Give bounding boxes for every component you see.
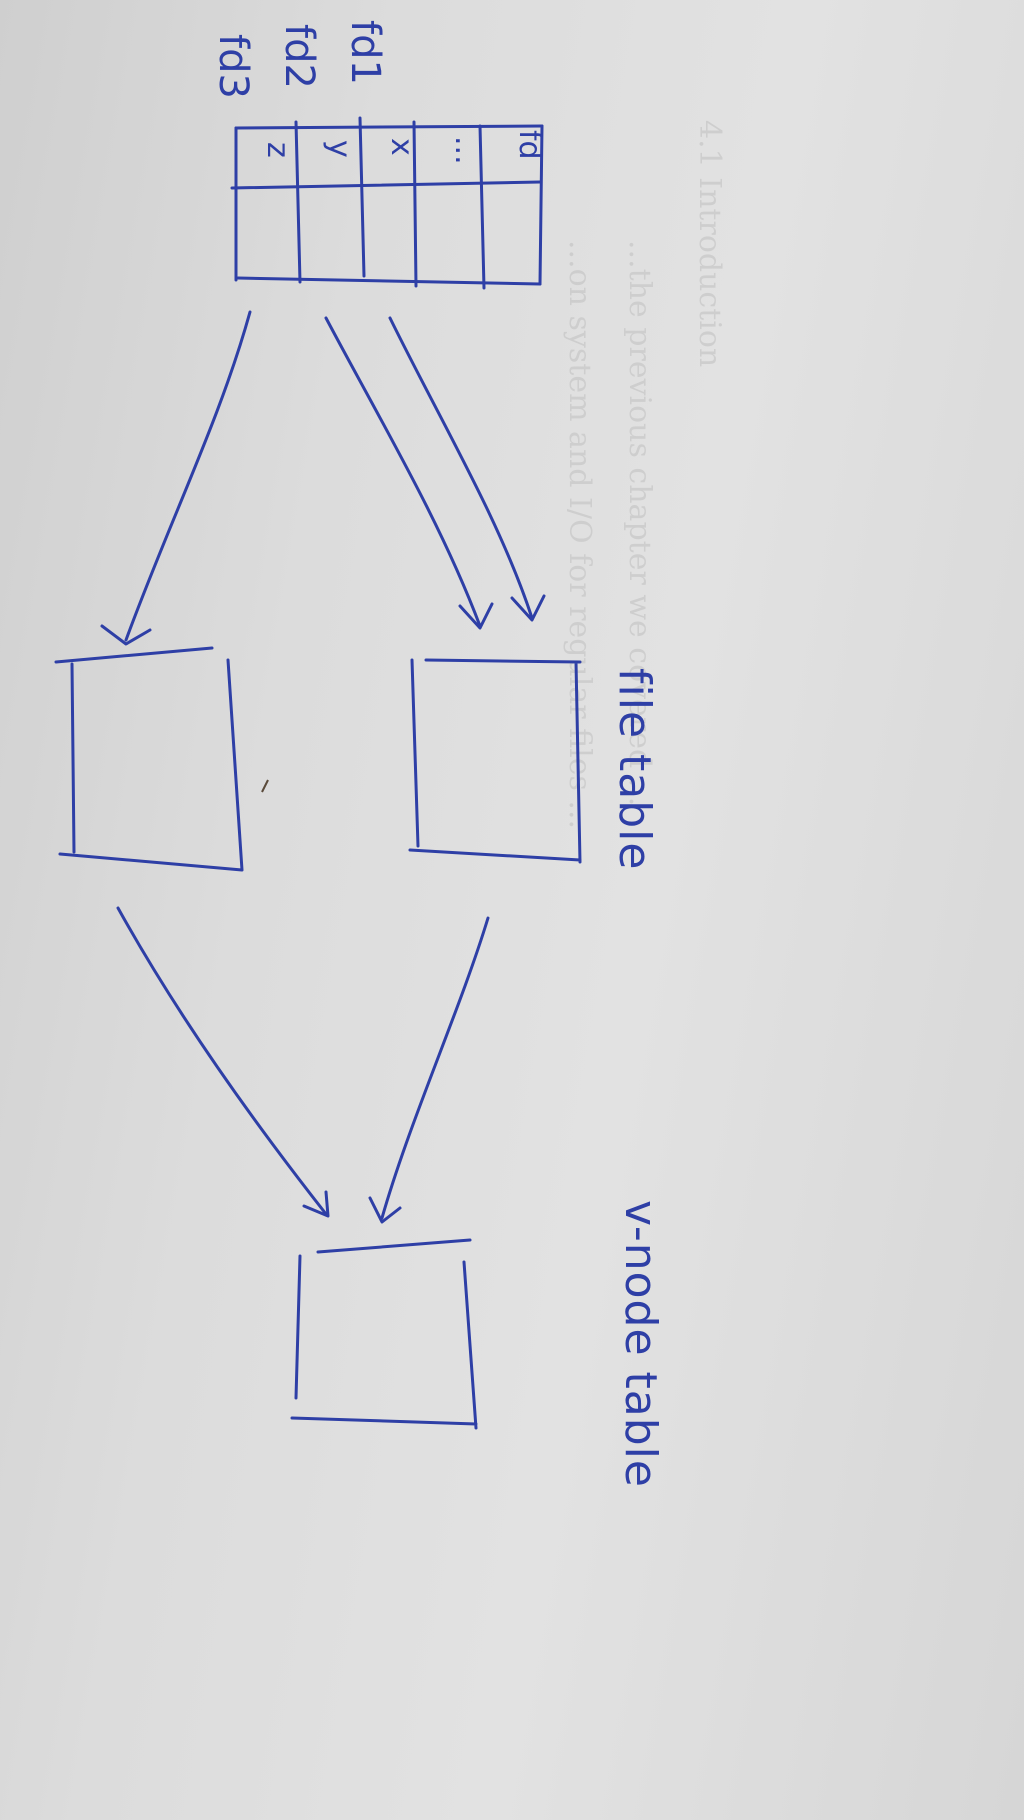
file-table-entry-right xyxy=(408,658,582,864)
fd1-label: fd1 xyxy=(342,20,388,85)
fd3-arrowhead xyxy=(100,624,152,646)
file-table-entry-left xyxy=(54,646,244,872)
fd2-label: fd2 xyxy=(276,24,322,89)
fd-labels: fd1 fd2 fd3 xyxy=(210,20,388,99)
left-to-vnode-arrow xyxy=(116,906,328,1216)
fd2-arrowhead xyxy=(458,602,494,630)
file-to-vnode-arrows xyxy=(116,906,490,1224)
right-to-vnode-arrow xyxy=(380,916,490,1220)
svg-text:4.1 Introduction: 4.1 Introduction xyxy=(692,120,727,367)
vnode-table-entry xyxy=(290,1238,478,1430)
fd3-arrow xyxy=(124,310,252,642)
fd3-value-cell: z xyxy=(260,142,295,158)
fd1-value-cell: x xyxy=(384,138,419,156)
fd3-label: fd3 xyxy=(210,34,256,99)
svg-text:...on system and I/O for regul: ...on system and I/O for regular files .… xyxy=(562,240,597,829)
pencil-mark xyxy=(261,779,269,793)
fd-header-cell: fd xyxy=(512,130,547,160)
fd2-arrow xyxy=(324,316,482,628)
fd-to-file-arrows xyxy=(100,310,546,646)
file-table-label: file table xyxy=(609,668,660,870)
fd1-arrowhead xyxy=(510,594,546,622)
ellipsis-cell: ... xyxy=(448,136,483,165)
fd2-value-cell: y xyxy=(322,140,357,158)
fd-table xyxy=(230,116,544,290)
right-arrowhead xyxy=(368,1196,402,1224)
bleed-through-text: 4.1 Introduction ...the previous chapter… xyxy=(562,120,727,829)
left-arrowhead xyxy=(302,1190,330,1218)
fd1-arrow xyxy=(388,316,534,620)
svg-text:...the previous chapter we cov: ...the previous chapter we covered ... xyxy=(622,240,657,806)
vnode-table-label: v-node table xyxy=(615,1200,666,1488)
